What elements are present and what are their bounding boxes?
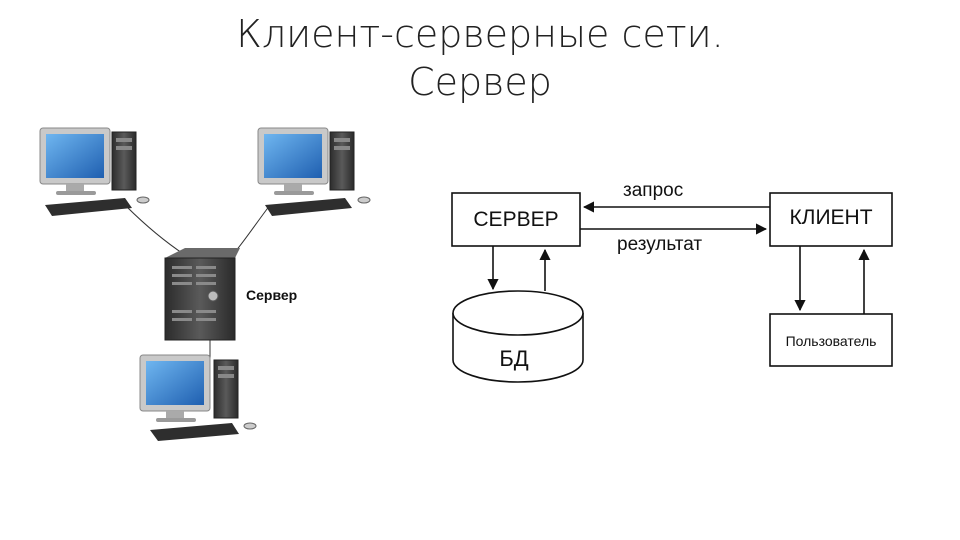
database-label: БД — [499, 346, 528, 371]
keyboard-icon — [265, 196, 371, 216]
workstation-bottom — [139, 354, 257, 441]
tower-icon — [111, 131, 137, 191]
title-line-2: Сервер — [408, 60, 552, 104]
user-box: Пользователь — [769, 313, 893, 367]
tower-icon — [213, 359, 239, 419]
user-box-label: Пользователь — [786, 333, 877, 349]
monitor-icon — [257, 127, 329, 195]
link-left-workstation — [124, 204, 186, 256]
link-right-workstation — [234, 204, 271, 253]
workstation-top-right — [257, 127, 371, 216]
keyboard-icon — [45, 196, 150, 216]
slide-title: Клиент-серверные сети. Сервер — [0, 10, 960, 106]
client-box: КЛИЕНТ — [769, 192, 893, 247]
client-box-label: КЛИЕНТ — [789, 206, 872, 229]
monitor-icon — [39, 127, 111, 195]
server-box-label: СЕРВЕР — [473, 208, 558, 231]
server-label: Сервер — [246, 287, 297, 303]
request-label: запрос — [623, 180, 683, 201]
server-box: СЕРВЕР — [451, 192, 581, 247]
result-label: результат — [617, 234, 702, 255]
database-icon: БД — [452, 290, 584, 383]
title-line-1: Клиент-серверные сети. — [236, 12, 724, 56]
monitor-icon — [139, 354, 211, 422]
workstation-top-left — [39, 127, 150, 216]
tower-icon — [329, 131, 355, 191]
keyboard-icon — [150, 422, 257, 441]
server-tower-icon — [164, 248, 240, 341]
